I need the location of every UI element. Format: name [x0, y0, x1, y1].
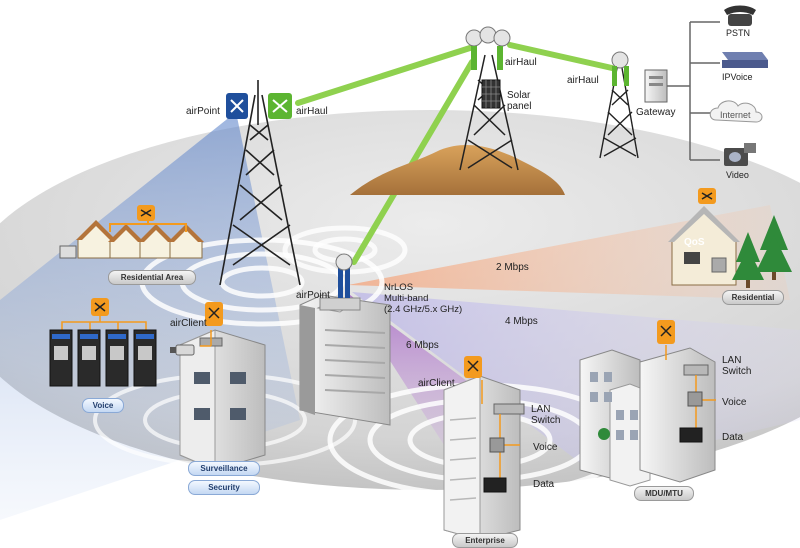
internet-label: Internet — [720, 110, 751, 120]
enterprise-badge: Enterprise — [452, 533, 518, 548]
enterprise-lan-switch-label: LAN Switch — [531, 404, 561, 426]
airhaul-left-label: airHaul — [296, 106, 328, 117]
gateway-server — [644, 69, 668, 103]
security-badge: Security — [188, 480, 260, 495]
airpoint-left-antenna — [226, 93, 248, 119]
tower-left — [219, 80, 301, 286]
residential-airclient-right — [698, 188, 716, 204]
central-building — [299, 294, 391, 426]
gateway-label: Gateway — [636, 107, 676, 118]
surveillance-badge: Surveillance — [188, 461, 260, 476]
enterprise-data-label: Data — [533, 479, 555, 490]
trees — [732, 215, 792, 288]
rate-6mbps: 6 Mbps — [406, 340, 439, 351]
qos-label: QoS — [684, 237, 705, 248]
mdu-buildings — [579, 345, 716, 487]
airhaul-right-dish — [611, 51, 629, 86]
pstn-label: PSTN — [726, 28, 751, 38]
nrlos-label: NrLOS Multi-band (2.4 GHz/5.x GHz) — [384, 282, 463, 315]
airclient-center-label: airClient — [418, 378, 455, 389]
residential-houses — [59, 218, 204, 259]
mdu-data-label: Data — [722, 432, 744, 443]
mdu-airclient-device — [657, 320, 675, 344]
rate-4mbps: 4 Mbps — [505, 316, 538, 327]
airclient-left-label: airClient — [170, 318, 207, 329]
airhaul-right-label: airHaul — [567, 75, 599, 86]
ipvoice-label: IPVoice — [722, 72, 753, 82]
surveillance-building — [179, 329, 266, 471]
solar-panel — [481, 79, 501, 109]
voice-badge: Voice — [82, 398, 124, 413]
enterprise-building — [443, 375, 525, 541]
mdu-mtu-badge: MDU/MTU — [634, 486, 694, 501]
airhaul-left-antenna — [268, 93, 292, 119]
residential-area-airclient — [137, 205, 155, 221]
airclient-center-device — [464, 356, 482, 378]
rate-2mbps: 2 Mbps — [496, 262, 529, 273]
residential-house-right — [668, 206, 740, 286]
video-label: Video — [726, 170, 749, 180]
internet-cloud-icon — [709, 100, 763, 123]
payphone-airclient — [91, 298, 109, 316]
phone-icon — [724, 5, 756, 26]
residential-badge: Residential — [722, 290, 784, 305]
airpoint-center-label: airPoint — [296, 290, 330, 301]
airpoint-left-label: airPoint — [186, 106, 220, 117]
airhaul-top-dishes — [465, 26, 511, 70]
hill — [350, 144, 565, 195]
ipvoice-device-icon — [722, 52, 768, 68]
airhaul-top-label: airHaul — [505, 57, 537, 68]
payphones — [49, 314, 157, 387]
mdu-lan-switch-label: LAN Switch — [722, 355, 752, 377]
airpoint-center-antenna — [335, 253, 353, 298]
solar-panel-label: Solar panel — [507, 90, 532, 112]
mdu-voice-label: Voice — [722, 397, 747, 408]
enterprise-voice-label: Voice — [533, 442, 558, 453]
surveillance-camera-icon — [170, 344, 195, 356]
airclient-left-device — [205, 302, 223, 326]
residential-area-badge: Residential Area — [108, 270, 196, 285]
video-camera-icon — [724, 143, 756, 166]
